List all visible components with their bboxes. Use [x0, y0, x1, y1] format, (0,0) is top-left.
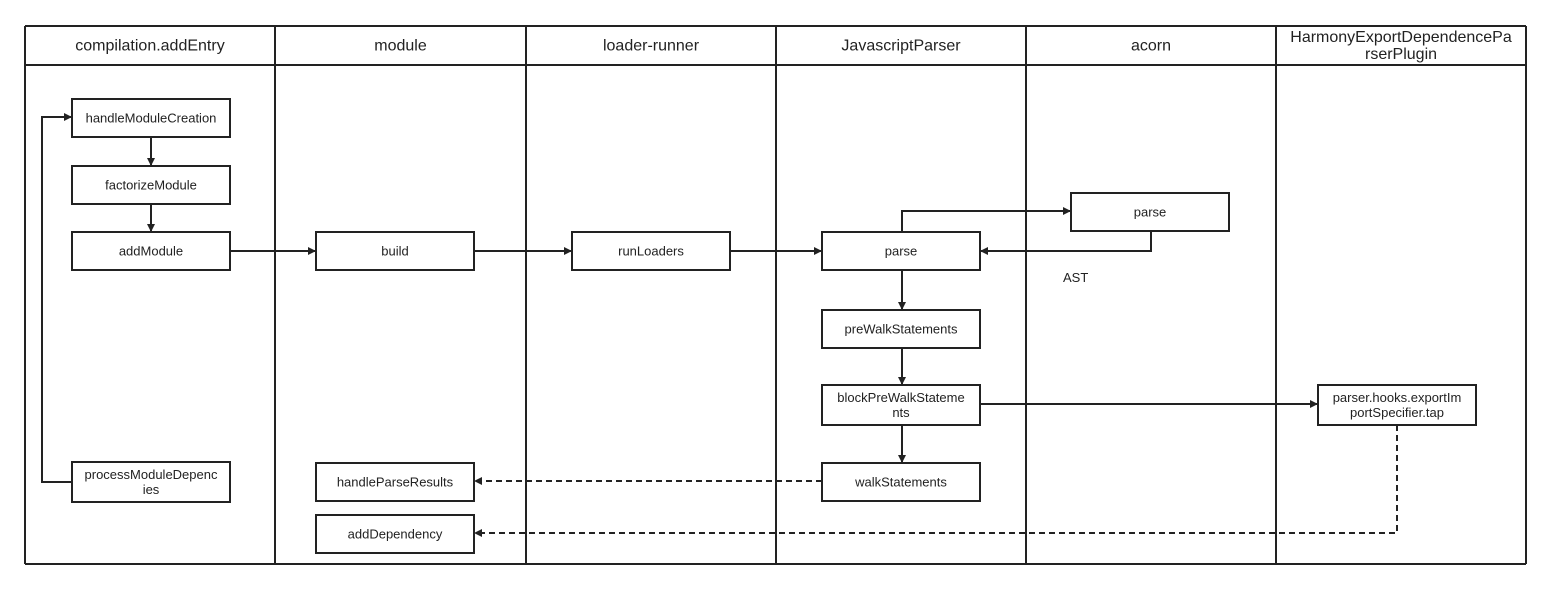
- node-label-line: ies: [143, 482, 160, 497]
- node-runLoaders: runLoaders: [571, 231, 731, 271]
- node-parse-acorn: parse: [1070, 192, 1230, 232]
- lane-title-line: acorn: [1131, 38, 1171, 55]
- node-label: addDependency: [348, 527, 443, 542]
- edge-parse-acorn-to-parse-js: [980, 231, 1152, 255]
- edge-parse-js-to-parse-acorn: [901, 207, 1071, 232]
- node-label-line: preWalkStatements: [845, 322, 958, 337]
- node-label-line: handleModuleCreation: [86, 111, 217, 126]
- node-walkStatements: walkStatements: [821, 462, 981, 502]
- node-label-line: factorizeModule: [105, 178, 197, 193]
- node-parse-js: parse: [821, 231, 981, 271]
- edge-processModuleDepencies-to-handleModuleCreation: [41, 113, 72, 483]
- lane-title-line: JavascriptParser: [841, 38, 961, 55]
- node-label: factorizeModule: [105, 178, 197, 193]
- node-box: [821, 462, 981, 502]
- node-label-line: parser.hooks.exportIm: [1333, 390, 1462, 405]
- node-label-line: addDependency: [348, 527, 443, 542]
- node-label: handleModuleCreation: [86, 111, 217, 126]
- node-preWalkStatements: preWalkStatements: [821, 309, 981, 349]
- node-label-line: parse: [1134, 205, 1167, 220]
- node-label-line: blockPreWalkStateme: [837, 390, 964, 405]
- node-box: [821, 309, 981, 349]
- node-box: [315, 231, 475, 271]
- labels: AST: [1063, 270, 1088, 285]
- lane-acorn-title: acorn: [1131, 38, 1171, 55]
- node-label-line: build: [381, 244, 408, 259]
- node-label-line: portSpecifier.tap: [1350, 405, 1444, 420]
- ast-label: AST: [1063, 270, 1088, 285]
- node-factorizeModule: factorizeModule: [71, 165, 231, 205]
- node-addModule: addModule: [71, 231, 231, 271]
- lane-title-line: compilation.addEntry: [75, 38, 224, 55]
- node-label: walkStatements: [854, 475, 947, 490]
- node-box: [71, 165, 231, 205]
- node-box: [1070, 192, 1230, 232]
- node-label: handleParseResults: [337, 475, 454, 490]
- nodes: handleModuleCreation factorizeModule addMo…: [71, 98, 1477, 554]
- edges: [41, 113, 1398, 537]
- lane-title-line: HarmonyExportDependencePa: [1290, 29, 1512, 46]
- node-box: [71, 98, 231, 138]
- node-box: [571, 231, 731, 271]
- lane-module-title: module: [374, 38, 427, 55]
- node-label-line: nts: [892, 405, 910, 420]
- node-label: preWalkStatements: [845, 322, 958, 337]
- node-label-line: processModuleDepenc: [85, 467, 218, 482]
- node-build: build: [315, 231, 475, 271]
- node-box: [71, 231, 231, 271]
- lane-title-line: loader-runner: [603, 38, 700, 55]
- node-box: [821, 231, 981, 271]
- node-label: build: [381, 244, 408, 259]
- node-handleModuleCreation: handleModuleCreation: [71, 98, 231, 138]
- lane-title-line: module: [374, 38, 427, 55]
- lane-compilation-title: compilation.addEntry: [75, 38, 224, 55]
- lane-loader-runner-title: loader-runner: [603, 38, 700, 55]
- node-label-line: addModule: [119, 244, 183, 259]
- lane-javascript-parser-title: JavascriptParser: [841, 38, 961, 55]
- node-label: parse: [885, 244, 918, 259]
- edge-exportImportSpecifier-to-addDependency: [474, 425, 1398, 537]
- node-handleParseResults: handleParseResults: [315, 462, 475, 502]
- node-addDependency: addDependency: [315, 514, 475, 554]
- node-box: [71, 461, 231, 503]
- node-label: parse: [1134, 205, 1167, 220]
- node-label-line: handleParseResults: [337, 475, 454, 490]
- swimlanes: compilation.addEntry module loader-runner J…: [24, 25, 1527, 565]
- node-label: runLoaders: [618, 244, 684, 259]
- node-label: addModule: [119, 244, 183, 259]
- node-box: [315, 462, 475, 502]
- node-box: [1317, 384, 1477, 426]
- lane-title-line: rserPlugin: [1365, 46, 1437, 63]
- node-label-line: runLoaders: [618, 244, 684, 259]
- node-box: [315, 514, 475, 554]
- node-label-line: parse: [885, 244, 918, 259]
- node-label-line: walkStatements: [854, 475, 947, 490]
- node-box: [821, 384, 981, 426]
